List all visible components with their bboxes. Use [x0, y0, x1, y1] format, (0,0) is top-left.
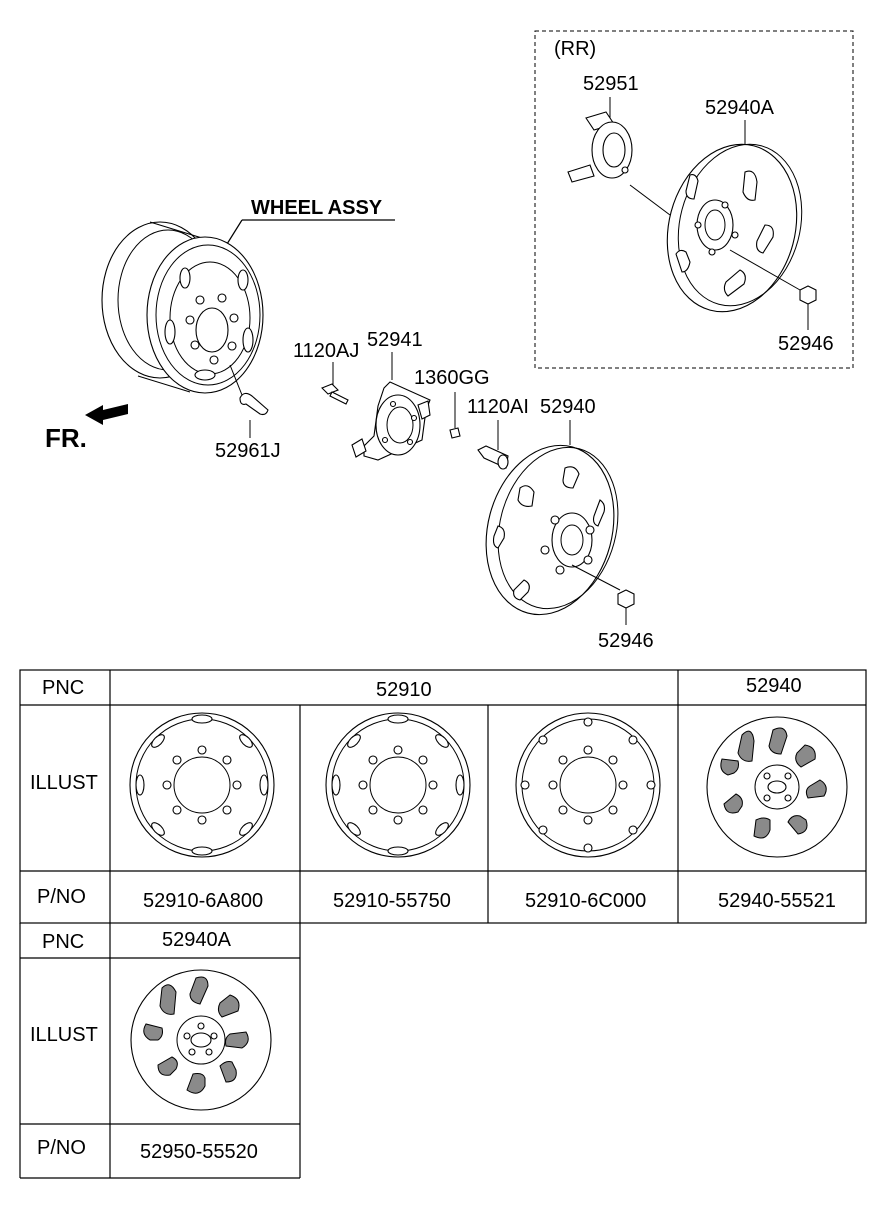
part-52940-wheel-cover[interactable]: [468, 420, 635, 629]
label-52946: 52946: [598, 630, 654, 652]
table2-pnc-52940a: 52940A: [162, 929, 232, 951]
table2-illust-header: ILLUST: [30, 1024, 98, 1046]
table2-pnc-header: PNC: [42, 931, 84, 953]
table1-pno-3: 52910-6C000: [525, 890, 646, 912]
front-direction-arrow-icon: [85, 404, 128, 425]
table1-pnc-52940: 52940: [746, 675, 802, 697]
label-wheel-assy: WHEEL ASSY: [251, 197, 383, 219]
table2-pno-1: 52950-55520: [140, 1141, 258, 1163]
label-52941: 52941: [367, 329, 423, 351]
label-52951: 52951: [583, 73, 639, 95]
table1-pno-2: 52910-55750: [333, 890, 451, 912]
wheel-assy-illustration[interactable]: [101, 221, 264, 394]
illust-wheel-52910-6c000: [515, 712, 661, 858]
label-52940a: 52940A: [705, 97, 775, 119]
part-52961j-valve[interactable]: [229, 364, 269, 438]
part-52941-plate[interactable]: [351, 352, 431, 461]
rear-group-box: [534, 30, 854, 369]
table1-pno-header: P/NO: [37, 886, 86, 908]
table1-pno-4: 52940-55521: [718, 890, 836, 912]
part-52946-nut[interactable]: [617, 589, 635, 625]
table1-illust-header: ILLUST: [30, 772, 98, 794]
illust-wheel-52910-6a800: [129, 712, 275, 858]
label-1120ai: 1120AI: [467, 396, 529, 418]
table1-pno-1: 52910-6A800: [143, 890, 263, 912]
table2-pno-header: P/NO: [37, 1137, 86, 1159]
illust-wheelcover-52950-55520: [130, 969, 272, 1111]
table1-pnc-52910: 52910: [376, 679, 432, 701]
illust-wheel-52910-55750: [325, 712, 471, 858]
part-1120ai-bolt[interactable]: [477, 420, 509, 470]
label-1120aj: 1120AJ: [293, 340, 359, 362]
parts-table-1: [19, 669, 867, 924]
part-52940a-wheel-cover[interactable]: [649, 120, 819, 326]
illust-wheelcover-52940-55521: [706, 716, 848, 858]
part-52946-nut-rear[interactable]: [799, 285, 817, 330]
rear-label: (RR): [554, 38, 596, 60]
part-52951-bracket[interactable]: [567, 97, 671, 216]
parts-table-2: [19, 923, 301, 1179]
label-1360gg: 1360GG: [414, 367, 490, 389]
label-52940: 52940: [540, 396, 596, 418]
part-1360gg-pin[interactable]: [449, 392, 461, 439]
label-fr: FR.: [45, 423, 87, 453]
table1-pnc-header: PNC: [42, 677, 84, 699]
part-1120aj-bolt[interactable]: [321, 362, 349, 405]
label-52961j: 52961J: [215, 440, 281, 462]
label-52946-rear: 52946: [778, 333, 834, 355]
